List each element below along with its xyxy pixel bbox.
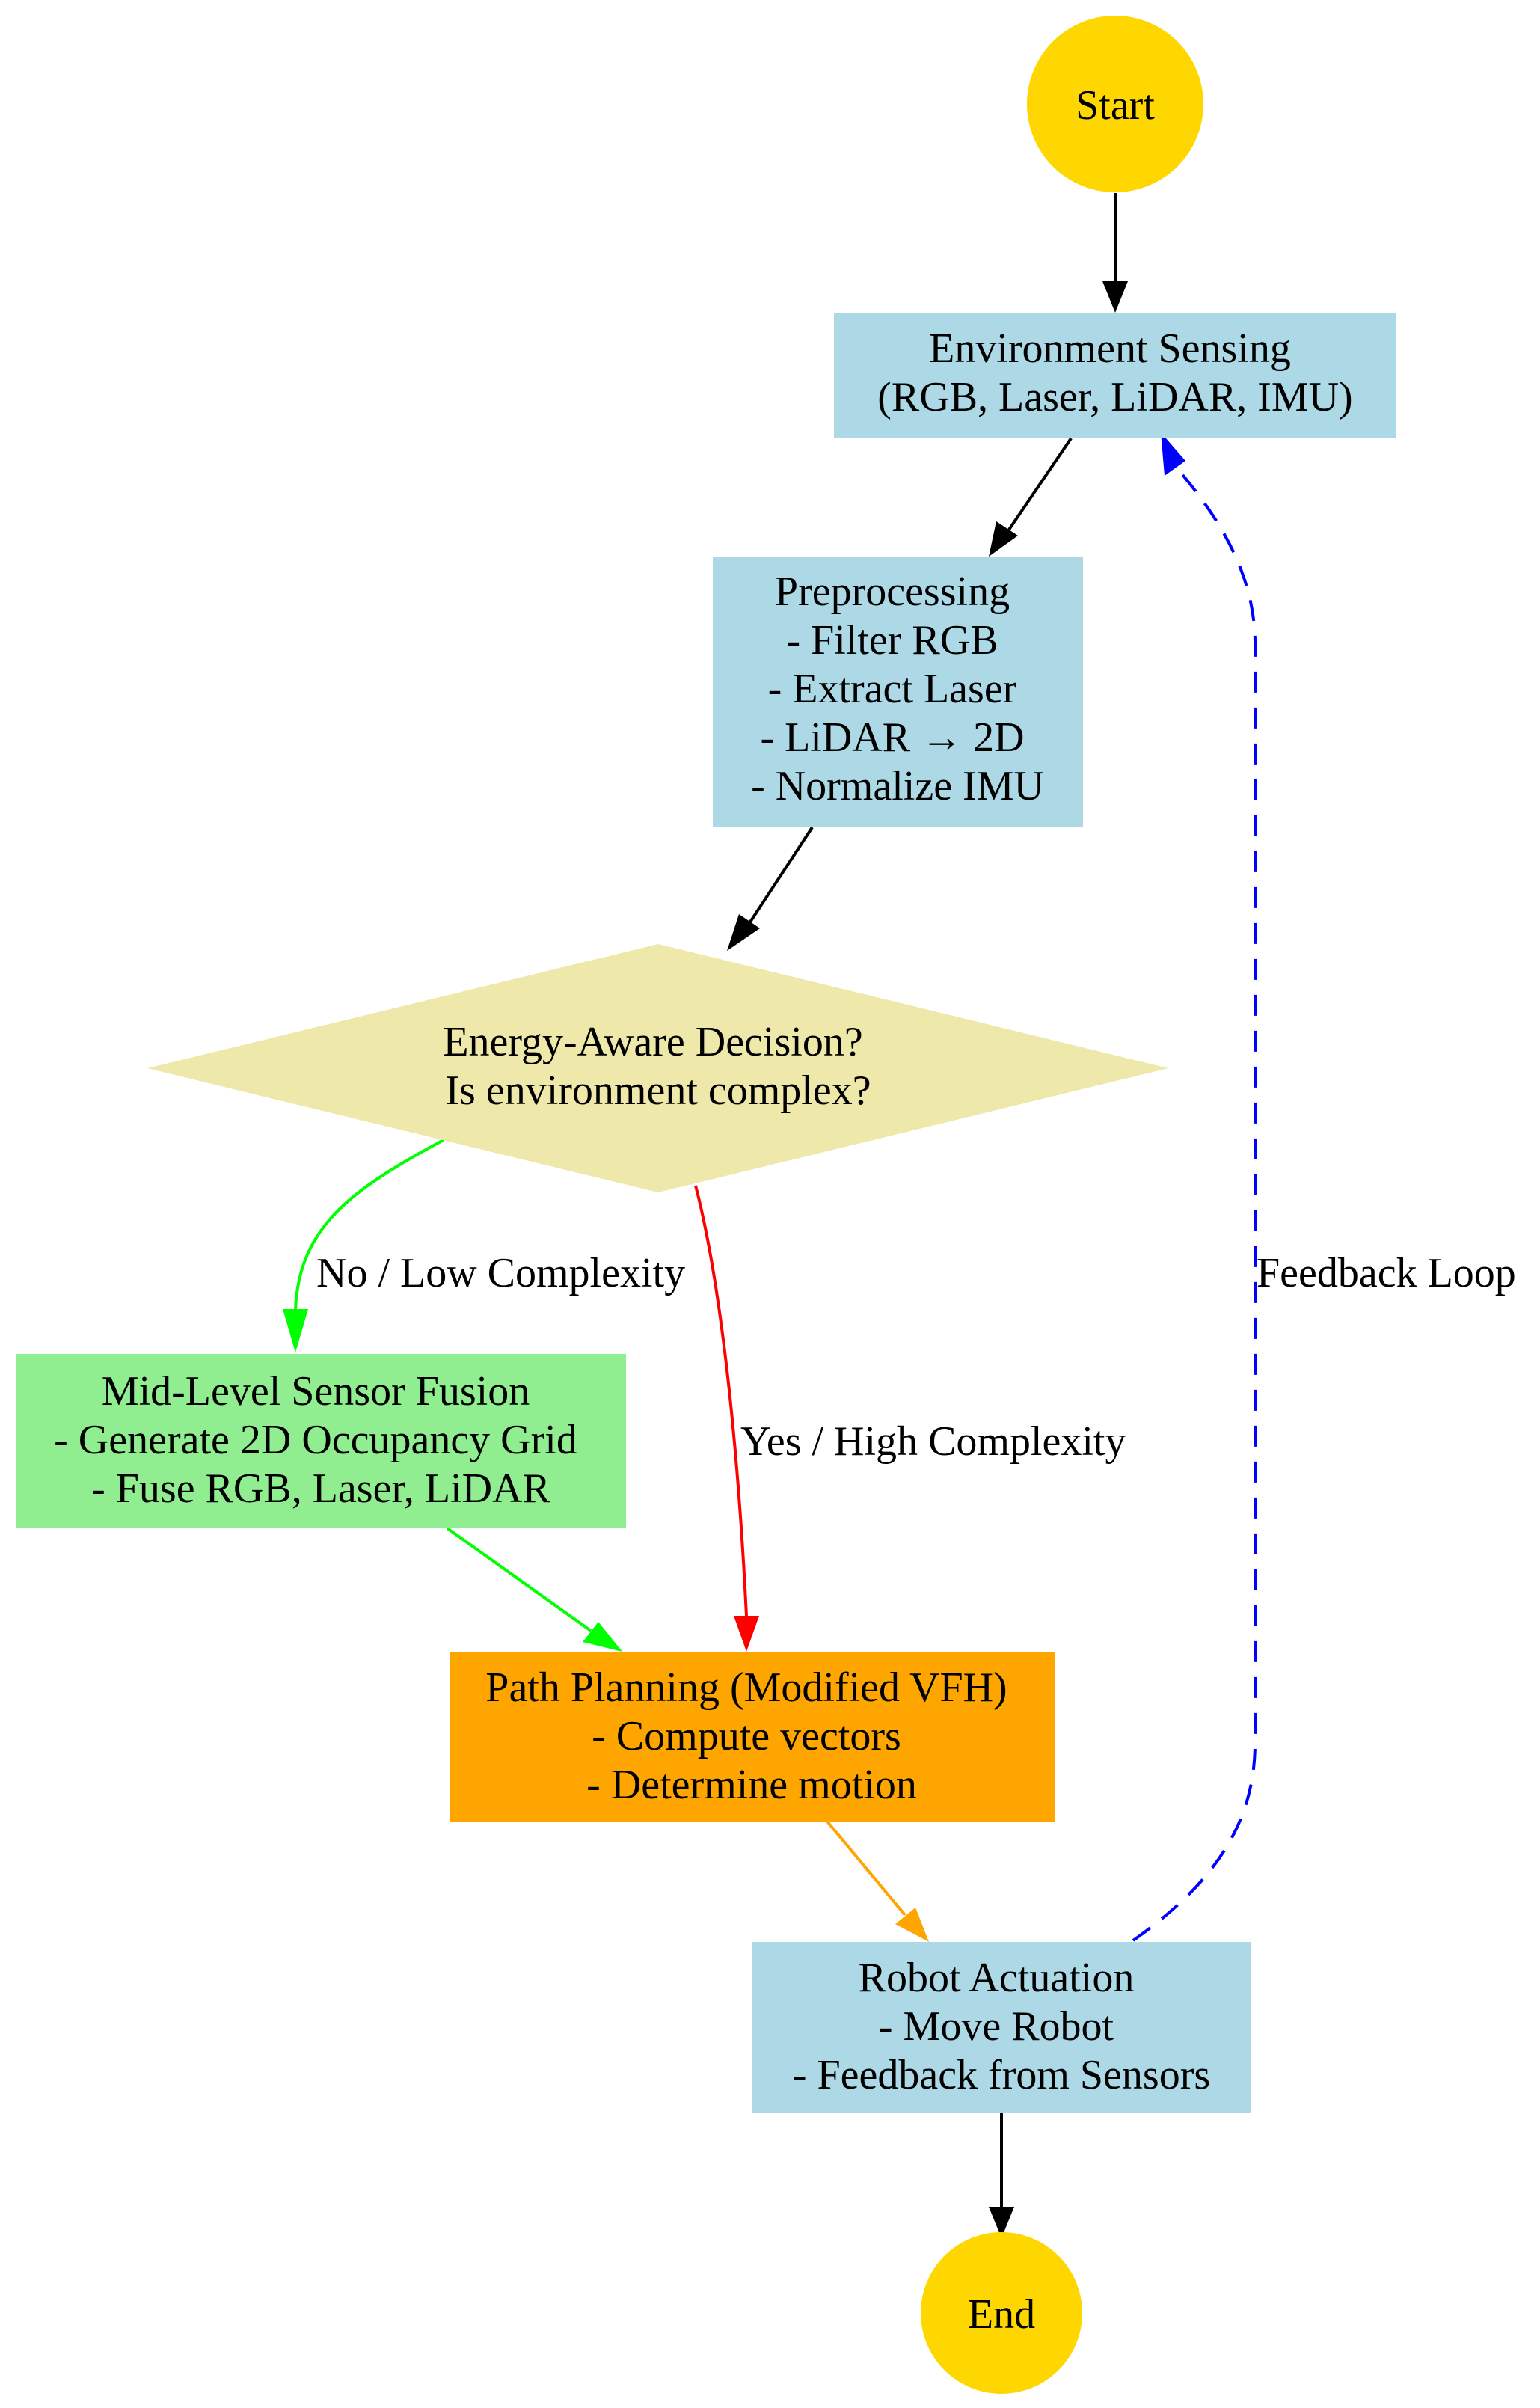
- edge-labels: No / Low Complexity Yes / High Complexit…: [316, 1250, 1516, 1465]
- node-planning-label: Path Planning (Modified VFH) - Compute v…: [485, 1664, 1017, 1808]
- node-text-line: - Move Robot: [879, 2003, 1114, 2050]
- arrowhead: [283, 1309, 308, 1352]
- node-end: End: [921, 2232, 1082, 2394]
- node-robot-actuation: Robot Actuation - Move Robot - Feedback …: [752, 1942, 1251, 2113]
- node-text-line: - LiDAR → 2D: [760, 714, 1024, 761]
- edge-actuation-to-end: [989, 2113, 1014, 2238]
- arrowhead: [727, 914, 760, 951]
- planning-box: [450, 1652, 1055, 1822]
- edges: [283, 193, 1257, 2238]
- node-text-line: Energy-Aware Decision?: [443, 1019, 862, 1065]
- sensing-box: [834, 313, 1396, 438]
- edge-label-low-complexity: No / Low Complexity: [316, 1250, 685, 1296]
- node-text-line: Is environment complex?: [445, 1067, 871, 1114]
- node-actuation-label: Robot Actuation - Move Robot - Feedback …: [793, 1955, 1210, 2098]
- decision-diamond: [147, 944, 1168, 1192]
- node-end-label: End: [968, 2291, 1035, 2338]
- edge-sensing-to-preprocessing: [989, 437, 1073, 557]
- node-text-line: Start: [1076, 82, 1155, 129]
- node-sensor-fusion: Mid-Level Sensor Fusion - Generate 2D Oc…: [16, 1354, 626, 1528]
- node-text-line: - Fuse RGB, Laser, LiDAR: [91, 1465, 550, 1512]
- actuation-box: [752, 1942, 1251, 2113]
- arrowhead: [1102, 281, 1128, 313]
- node-text-line: Environment Sensing: [929, 325, 1291, 372]
- arrowhead: [583, 1622, 622, 1652]
- arrowhead: [734, 1616, 759, 1652]
- node-text-line: End: [968, 2291, 1035, 2338]
- nodes: Start Environment Sensing (RGB, Laser, L…: [16, 16, 1396, 2394]
- arrowhead: [895, 1908, 929, 1942]
- edge-label-feedback-loop: Feedback Loop: [1257, 1250, 1516, 1296]
- node-decision-label: Energy-Aware Decision? Is environment co…: [443, 1019, 873, 1114]
- node-text-line: - Generate 2D Occupancy Grid: [54, 1417, 577, 1463]
- node-text-line: - Compute vectors: [592, 1713, 901, 1759]
- node-text-line: Path Planning (Modified VFH): [485, 1664, 1007, 1711]
- edge-planning-to-actuation: [826, 1820, 929, 1942]
- preprocessing-box: [713, 557, 1083, 827]
- node-start-label: Start: [1076, 82, 1155, 129]
- node-sensing-label: Environment Sensing (RGB, Laser, LiDAR, …: [877, 325, 1352, 420]
- edge-fusion-to-planning: [446, 1527, 622, 1652]
- node-fusion-label: Mid-Level Sensor Fusion - Generate 2D Oc…: [54, 1368, 588, 1512]
- edge-feedback-loop: [1132, 432, 1257, 1942]
- edge-start-to-sensing: [1102, 193, 1128, 313]
- node-text-line: - Extract Laser: [768, 666, 1017, 712]
- node-text-line: - Normalize IMU: [751, 763, 1044, 809]
- node-environment-sensing: Environment Sensing (RGB, Laser, LiDAR, …: [834, 313, 1396, 438]
- node-text-line: - Determine motion: [586, 1762, 917, 1808]
- node-text-line: (RGB, Laser, LiDAR, IMU): [877, 374, 1352, 420]
- node-text-line: Preprocessing: [775, 569, 1010, 615]
- edge-decision-to-planning: [694, 1185, 759, 1652]
- edge-label-high-complexity: Yes / High Complexity: [740, 1418, 1126, 1465]
- node-path-planning: Path Planning (Modified VFH) - Compute v…: [450, 1652, 1055, 1822]
- node-text-line: Robot Actuation: [859, 1955, 1135, 2001]
- node-text-line: - Filter RGB: [786, 617, 998, 664]
- start-circle: [1027, 16, 1203, 192]
- node-preprocessing: Preprocessing - Filter RGB - Extract Las…: [713, 557, 1083, 827]
- arrowhead: [989, 521, 1018, 557]
- node-start: Start: [1027, 16, 1203, 192]
- fusion-box: [16, 1354, 626, 1528]
- node-text-line: Mid-Level Sensor Fusion: [102, 1368, 530, 1415]
- node-preprocessing-label: Preprocessing - Filter RGB - Extract Las…: [751, 569, 1044, 809]
- arrowhead: [1161, 432, 1185, 476]
- edge-decision-to-fusion: [283, 1139, 444, 1352]
- node-energy-aware-decision: Energy-Aware Decision? Is environment co…: [147, 944, 1168, 1192]
- arrowhead: [989, 2207, 1014, 2238]
- end-circle: [921, 2232, 1082, 2394]
- edge-preprocessing-to-decision: [727, 826, 814, 951]
- node-text-line: - Feedback from Sensors: [793, 2052, 1210, 2098]
